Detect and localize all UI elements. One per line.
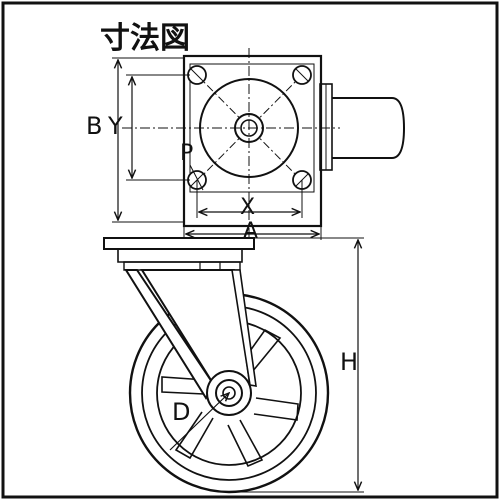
top-plate: [182, 54, 323, 228]
mount-plate: [103, 237, 255, 250]
label-p: P: [180, 141, 193, 166]
side-elevation-view: H D: [103, 237, 364, 494]
label-h: H: [340, 348, 358, 376]
wheel-spokes: [161, 328, 299, 468]
wheel-side-tire: [332, 97, 406, 159]
dim-line-d: [169, 393, 229, 451]
label-b: B: [86, 112, 102, 140]
bearing-housing: [117, 248, 243, 263]
top-plate-view: B Y P X A: [86, 48, 406, 244]
diagram-title: 寸法図: [100, 21, 190, 56]
label-x: X: [240, 195, 255, 220]
label-y: Y: [107, 112, 123, 140]
label-d: D: [172, 398, 190, 426]
